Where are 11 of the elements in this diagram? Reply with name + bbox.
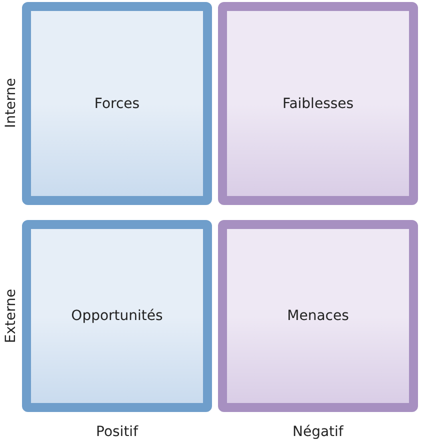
quadrant-box — [218, 220, 418, 412]
row-label: Externe — [3, 288, 20, 344]
quadrant-label: Faiblesses — [282, 96, 354, 112]
quadrant-box — [22, 2, 212, 205]
quadrant-box — [22, 220, 212, 412]
column-label: Positif — [96, 424, 138, 440]
row-label: Interne — [3, 78, 20, 128]
quadrant-label: Opportunités — [71, 308, 163, 324]
quadrant-label: Menaces — [287, 308, 349, 324]
quadrant-box — [218, 2, 418, 205]
quadrant-label: Forces — [94, 96, 140, 112]
